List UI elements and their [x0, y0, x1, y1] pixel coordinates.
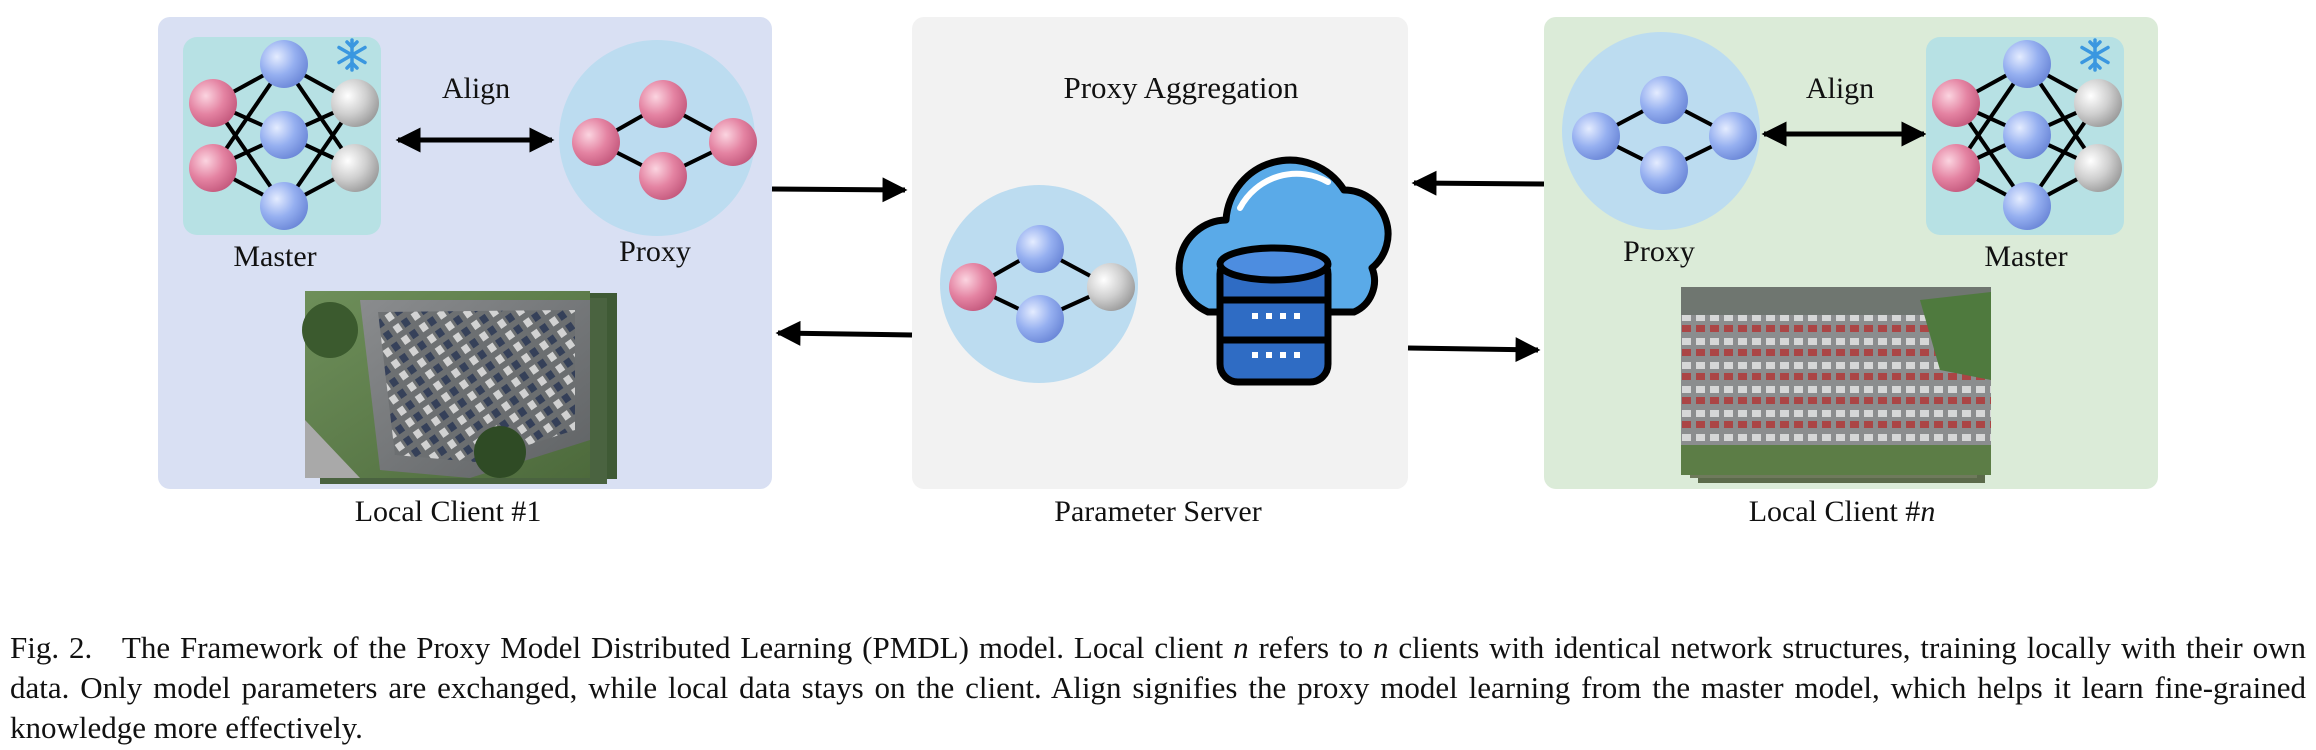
align-label-left: Align [442, 72, 510, 105]
parking-lot-photo-right [1681, 287, 1991, 483]
parking-lot-photo-left [302, 291, 617, 484]
download-arrow-left [775, 320, 913, 346]
proxy-label-left: Proxy [619, 235, 691, 268]
snowflake-icon [337, 38, 367, 72]
snowflake-icon [2080, 38, 2110, 72]
master-model-left [183, 37, 381, 235]
download-arrow-right [1411, 170, 1545, 196]
master-label-right: Master [1984, 240, 2067, 273]
align-label-right: Align [1806, 72, 1874, 105]
client-label-right: Local Client #n [1749, 495, 1936, 528]
pmdl-framework-diagram: Master Align Proxy Local Client #1 Proxy… [158, 17, 2158, 528]
aggregated-proxy-model [940, 185, 1138, 383]
client-label-left: Local Client #1 [355, 495, 542, 528]
proxy-model-right [1562, 32, 1760, 230]
proxy-model-left [559, 40, 757, 236]
master-label-left: Master [233, 240, 316, 273]
caption-var-n-2: n [1372, 630, 1389, 665]
master-model-right [1926, 37, 2124, 235]
upload-arrow-right [1407, 337, 1541, 363]
figure-caption: Fig. 2. The Framework of the Proxy Model… [10, 628, 2306, 748]
upload-arrow-left [771, 177, 908, 203]
caption-prefix: Fig. 2. [10, 630, 93, 665]
proxy-label-right: Proxy [1623, 235, 1695, 268]
caption-text-2: refers to [1248, 630, 1373, 665]
caption-var-n-1: n [1233, 630, 1249, 665]
server-title: Proxy Aggregation [1063, 70, 1299, 105]
caption-text-3: clients with identical network structure… [10, 630, 2307, 745]
cloud-database-icon [1175, 156, 1392, 386]
server-label: Parameter Server [1054, 495, 1261, 528]
caption-text-1: The Framework of the Proxy Model Distrib… [121, 630, 1234, 665]
